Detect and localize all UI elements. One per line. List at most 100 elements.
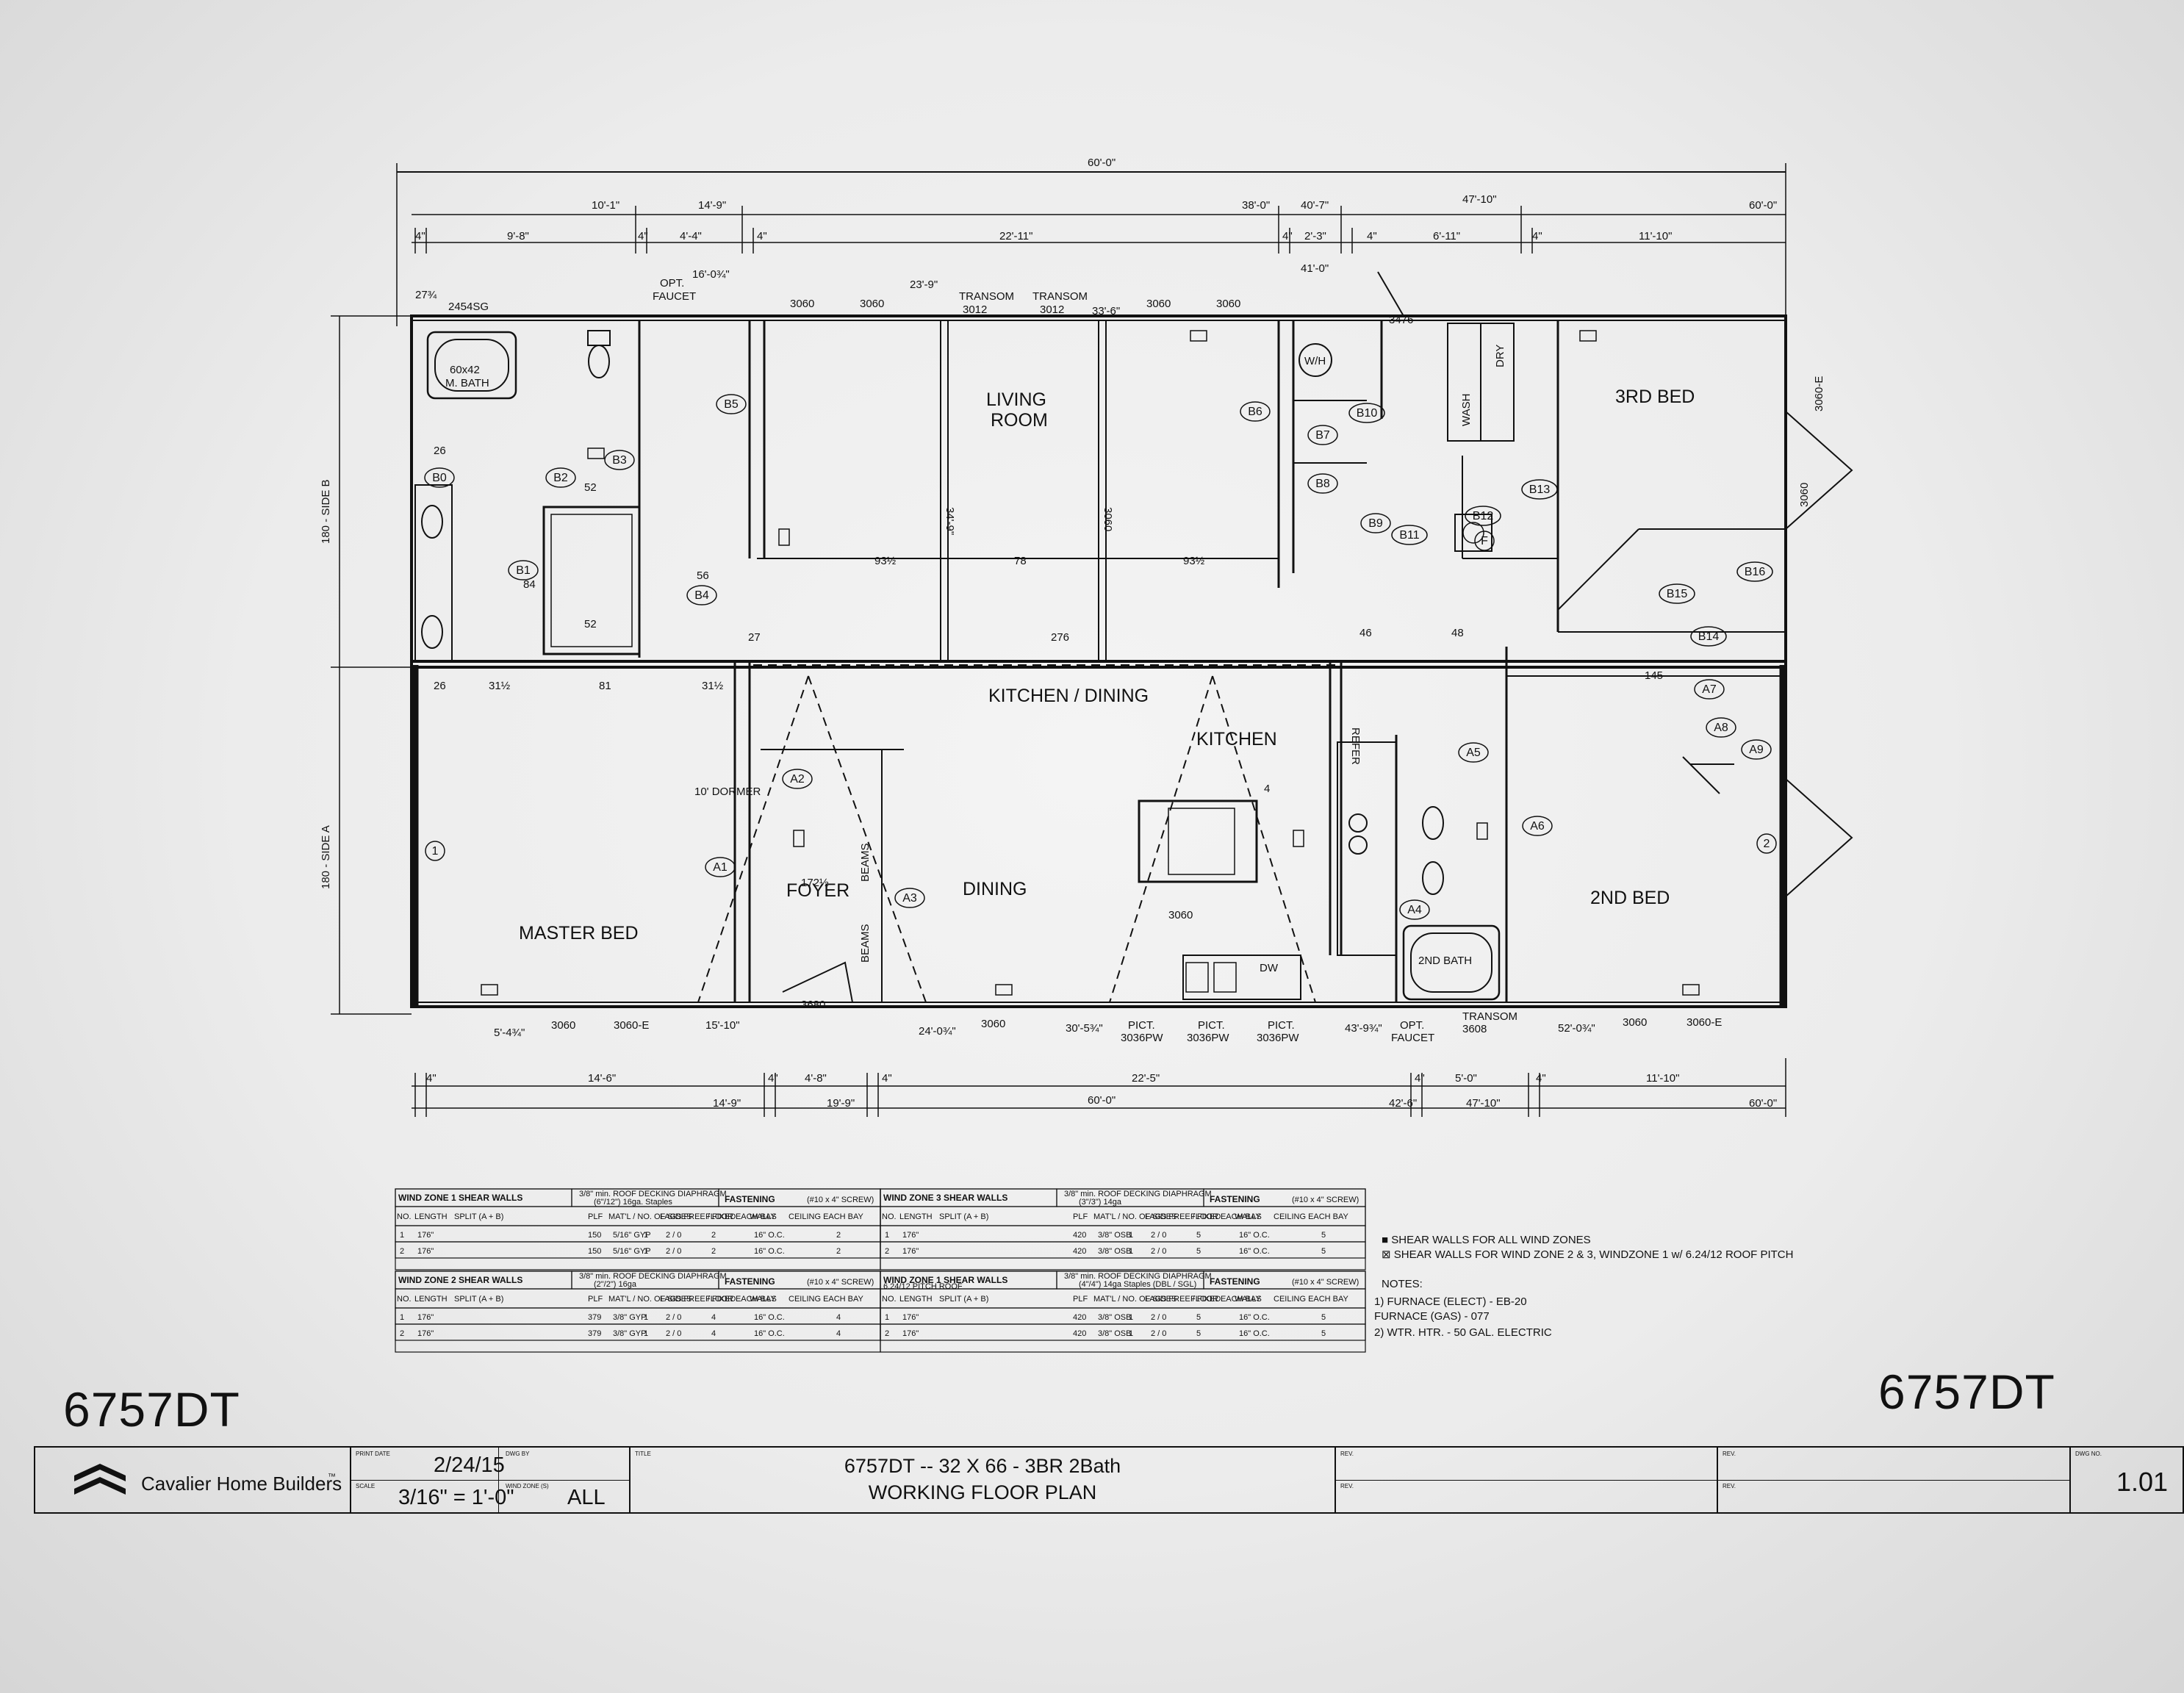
table-decking: 3/8" min. ROOF DECKING DIAPHRAGM — [579, 1272, 727, 1281]
dim-label: 9'-8" — [507, 230, 529, 242]
room-second-bed: 2ND BED — [1590, 888, 1670, 908]
dim-label: 4" — [768, 1072, 778, 1085]
tag-f: F — [1474, 531, 1495, 551]
table-cell: 1 — [1129, 1329, 1133, 1338]
table-header: PLF — [1073, 1295, 1088, 1304]
tag-a6: A6 — [1522, 816, 1553, 836]
dim-label: 4" — [1282, 230, 1293, 242]
grid-divider-label: BEAMS — [859, 843, 872, 882]
tag-label: A9 — [1749, 744, 1764, 756]
table-cell: 1 — [400, 1231, 404, 1240]
dormer-label: 4 — [1264, 783, 1270, 795]
table-cell: 5 — [1321, 1313, 1326, 1322]
table-cell: 3/8" OSB — [1098, 1247, 1131, 1256]
title-cell: TITLE 6757DT -- 32 X 66 - 3BR 2Bath WORK… — [631, 1448, 1336, 1512]
tag-label: B6 — [1248, 406, 1262, 418]
rev-cell-2: REV. REV. — [1718, 1448, 2071, 1512]
table-fastening-note: (#10 x 4" SCREW) — [807, 1196, 874, 1204]
table-header: FLOOR EACH BAY — [705, 1212, 776, 1221]
window-label: 3060 — [790, 298, 814, 310]
faucet-label: OPT. — [660, 277, 684, 290]
table-title: WIND ZONE 1 SHEAR WALLS — [398, 1193, 522, 1203]
table-header: NO. — [397, 1212, 412, 1221]
dim-label: 14'-9" — [713, 1097, 741, 1110]
table-cell: 5 — [1196, 1247, 1201, 1256]
tag-a5: A5 — [1458, 742, 1489, 763]
door-label: 3680 — [801, 999, 825, 1011]
tag-label: A1 — [713, 861, 728, 874]
table-cell: 176" — [902, 1329, 919, 1338]
pict-window-label: PICT. — [1198, 1019, 1225, 1032]
room-living: ROOM — [991, 410, 1048, 431]
tag-b13: B13 — [1521, 479, 1558, 500]
tag-label: B15 — [1667, 588, 1688, 600]
title-block: Cavalier Home Builders ™ PRINT DATE DWG … — [34, 1446, 2184, 1514]
table-header: MAT'L / NO. OF SIDES — [1093, 1212, 1177, 1221]
overall-width-top: 60'-0" — [1088, 157, 1116, 169]
table-cell: 150 — [588, 1231, 601, 1240]
tag-label: B3 — [612, 454, 627, 467]
table-cell: 16" O.C. — [1239, 1329, 1270, 1338]
dryer-label: DRY — [1494, 345, 1506, 367]
table-header: WALLS — [750, 1212, 777, 1221]
table-cell: 2 / 0 — [1151, 1231, 1166, 1240]
pict-window-label: PICT. — [1128, 1019, 1155, 1032]
table-header: MAT'L / NO. OF SIDES — [608, 1295, 692, 1304]
tag-label: B11 — [1399, 529, 1419, 542]
table-cell: 420 — [1073, 1247, 1086, 1256]
dim-label: 38'-0" — [1242, 199, 1270, 212]
table-decking: 3/8" min. ROOF DECKING DIAPHRAGM — [579, 1190, 727, 1198]
faucet-label: FAUCET — [1391, 1032, 1434, 1044]
dim-label: 22'-5" — [1132, 1072, 1160, 1085]
table-cell: 3/8" GYP — [613, 1313, 646, 1322]
table-cell: 16" O.C. — [754, 1247, 785, 1256]
tag-a8: A8 — [1706, 717, 1736, 738]
room-dining: DINING — [963, 879, 1027, 899]
window-label: 3060 — [1216, 298, 1240, 310]
table-cell: 176" — [902, 1313, 919, 1322]
tag-b6: B6 — [1240, 401, 1271, 422]
dim-label: 16'-0¾" — [692, 268, 730, 281]
table-cell: 1 — [644, 1313, 648, 1322]
table-cell: 2 / 0 — [666, 1231, 681, 1240]
dim-label: 31½ — [489, 680, 511, 692]
dim-label: 81 — [599, 680, 611, 692]
window-label: 3060 — [1623, 1016, 1647, 1029]
tag-a2: A2 — [782, 769, 813, 789]
tag-label: B5 — [724, 398, 739, 411]
label-drawn-by: DWG BY — [506, 1451, 530, 1457]
company-cell: Cavalier Home Builders ™ — [35, 1448, 351, 1512]
dim-label: 43'-9¾" — [1345, 1022, 1382, 1035]
window-label: 3060 — [1798, 483, 1811, 507]
table-cell: 16" O.C. — [754, 1313, 785, 1322]
table-cell: 2 — [711, 1231, 716, 1240]
trademark: ™ — [328, 1473, 336, 1481]
table-title: WIND ZONE 3 SHEAR WALLS — [883, 1193, 1007, 1203]
table-fastening: FASTENING — [1210, 1276, 1260, 1287]
table-cell: 5 — [1196, 1231, 1201, 1240]
table-header: LENGTH — [899, 1212, 933, 1221]
table-header: LAGS FREE / FIXED — [1145, 1295, 1221, 1304]
label-wind-zone: WIND ZONE (S) — [506, 1483, 549, 1489]
dim-label: 30'-5¾" — [1066, 1022, 1103, 1035]
table-header: CEILING EACH BAY — [1274, 1212, 1349, 1221]
table-header: MAT'L / NO. OF SIDES — [1093, 1295, 1177, 1304]
table-cell: 176" — [902, 1231, 919, 1240]
window-label: 3060 — [860, 298, 884, 310]
table-cell: 4 — [836, 1329, 841, 1338]
note-line: 2) WTR. HTR. - 50 GAL. ELECTRIC — [1374, 1326, 1552, 1339]
window-label: 3060 — [981, 1018, 1005, 1030]
table-header: SPLIT (A + B) — [939, 1212, 988, 1221]
date-scale-cell: PRINT DATE DWG BY SCALE WIND ZONE (S) 2/… — [351, 1448, 631, 1512]
table-fastening-note: (#10 x 4" SCREW) — [1292, 1196, 1359, 1204]
dim-label: 23'-9" — [910, 278, 938, 291]
table-decking: 3/8" min. ROOF DECKING DIAPHRAGM — [1064, 1190, 1212, 1198]
tag-b0: B0 — [424, 467, 455, 488]
dim-label: 4'-8" — [805, 1072, 827, 1085]
tag-label: B12 — [1473, 510, 1494, 522]
table-cell: 2 / 0 — [666, 1247, 681, 1256]
transom-label: 3012 — [963, 303, 987, 316]
plan-scale: 3/16" = 1'-0" — [398, 1486, 514, 1509]
dim-label: 46 — [1359, 627, 1372, 639]
transom-label: TRANSOM — [1032, 290, 1088, 303]
